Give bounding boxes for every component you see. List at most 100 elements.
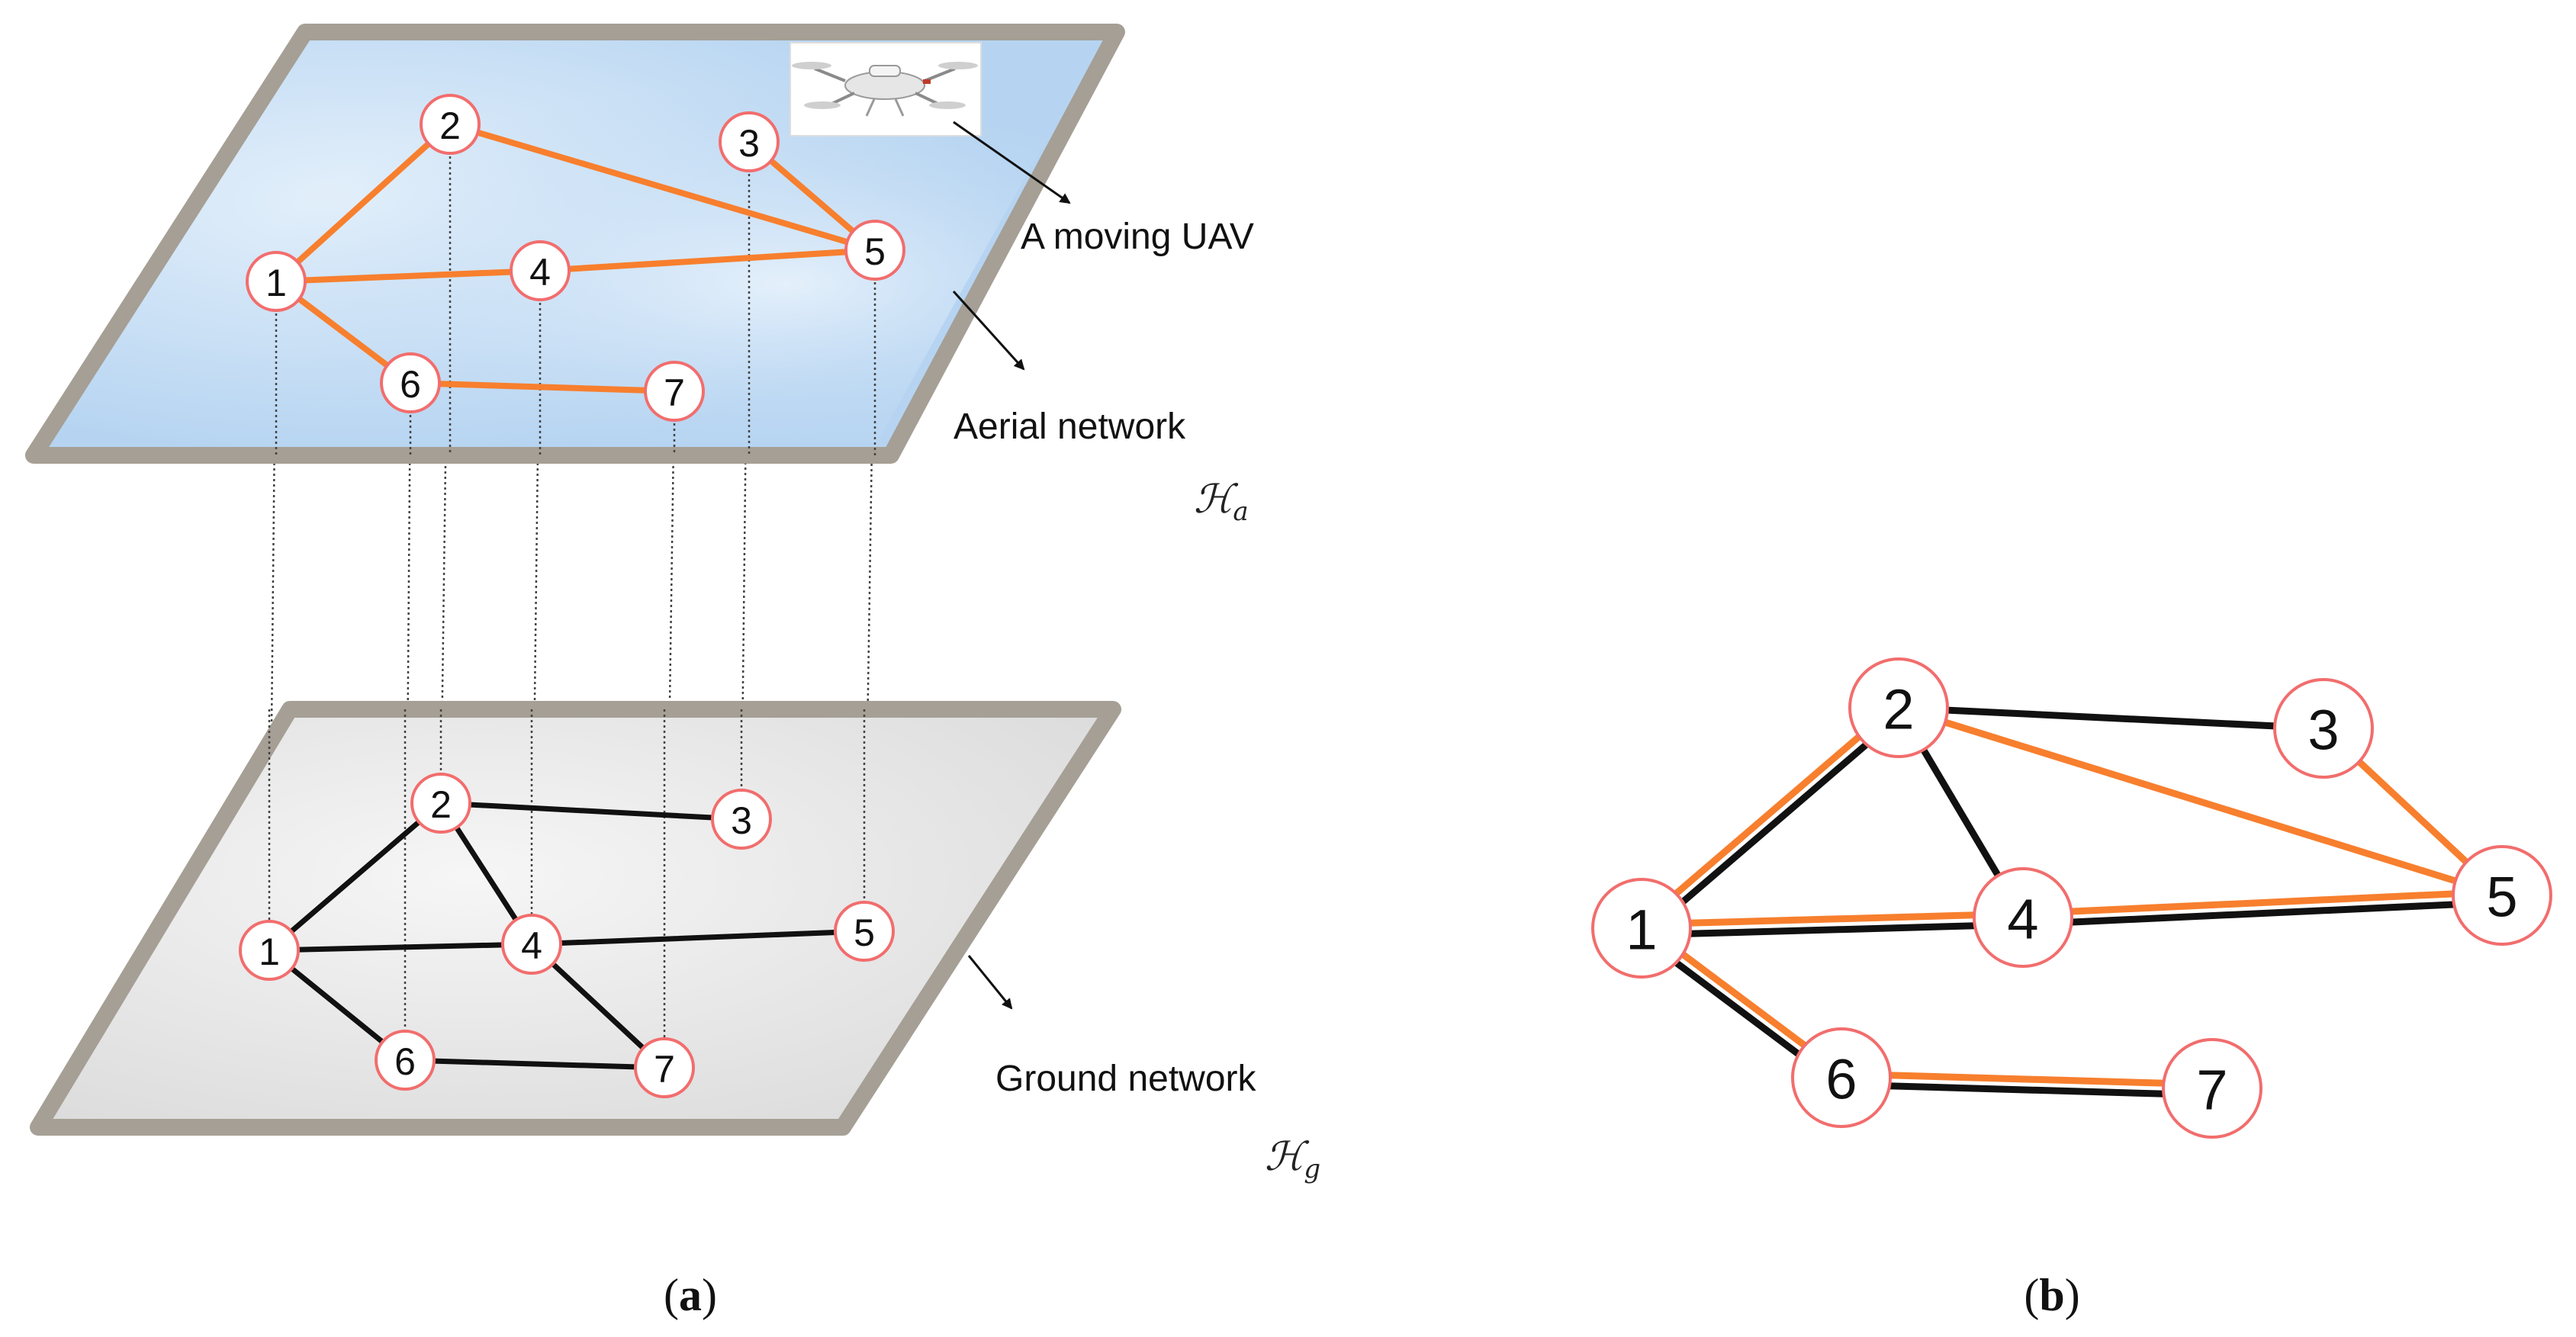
ground-node-circle-7 [634,1037,695,1098]
combined-node-circle-6 [1791,1027,1892,1128]
panel-a: 1 2 3 4 5 6 7 1 2 3 4 5 6 7 [25,24,1320,1320]
combined-node-circle-4 [1973,867,2073,968]
ground-edge-4-5 [2023,898,2503,928]
ground-node-label-5: 5 [854,911,875,954]
ground-edge-1-2 [266,800,444,953]
combined-node-label-2: 2 [1883,678,1914,741]
combined-node-label-4: 4 [2007,888,2038,951]
combined-node-6: 6 [1791,1027,1892,1128]
combined-node-5: 5 [2452,845,2552,946]
ground-edge-6-7 [402,1057,667,1071]
ground-edge-4-5 [529,928,867,947]
aerial-node-label-1: 1 [265,262,287,304]
combined-node-3: 3 [2273,678,2374,779]
ground-edge-1-4 [266,941,535,953]
ground-node-label-4: 4 [521,924,542,967]
aerial-node-2: 2 [420,94,481,155]
ground-node-circle-5 [834,901,895,962]
aerial-edge-1-4 [1641,910,2023,928]
aerial-node-label-3: 3 [738,122,760,165]
aerial-node-3: 3 [719,111,780,172]
aerial-node-circle-7 [644,361,705,422]
ground-node-circle-2 [410,773,471,834]
correspondence-line-6 [404,382,412,1061]
ground-nodes: 1 2 3 4 5 6 7 [239,773,895,1098]
aerial-network-symbol: ℋa [1194,477,1249,527]
aerial-node-label-7: 7 [664,371,685,414]
ground-node-7: 7 [634,1037,695,1098]
ground-node-4: 4 [501,914,562,975]
combined-node-7: 7 [2162,1038,2262,1139]
ground-edge-2-3 [438,800,744,822]
ground-node-circle-1 [239,920,300,981]
aerial-edge-1-2 [273,121,453,284]
combined-node-4: 4 [1973,867,2073,968]
ground-node-6: 6 [375,1030,436,1091]
combined-node-label-6: 6 [1825,1048,1857,1111]
aerial-network-label: Aerial network [954,407,1186,447]
aerial-node-circle-2 [420,94,481,155]
ground-node-circle-4 [501,914,562,975]
aerial-edge-4-5 [537,247,878,274]
ground-node-label-3: 3 [731,799,752,842]
panel-b: 1 2 3 4 5 6 7 (b) [1591,657,2552,1320]
ground-node-label-2: 2 [430,783,452,826]
uav-arrow [953,121,1071,204]
ground-node-2: 2 [410,773,471,834]
ground-edge-6-7 [1841,1081,2212,1099]
ground-node-circle-6 [375,1030,436,1091]
aerial-edge-1-2 [1636,702,1899,928]
ground-node-1: 1 [239,920,300,981]
aerial-node-circle-4 [510,240,571,301]
aerial-node-circle-1 [246,251,307,312]
combined-node-2: 2 [1848,657,1949,758]
aerial-node-6: 6 [380,352,441,413]
aerial-edge-6-7 [1841,1070,2213,1088]
ground-arrow [967,955,1013,1010]
combined-node-label-3: 3 [2307,699,2339,762]
aerial-node-7: 7 [644,361,705,422]
aerial-node-circle-5 [844,220,905,281]
aerial-edge-4-5 [2022,888,2502,918]
aerial-node-1: 1 [246,251,307,312]
ground-edge-1-4 [1642,921,2024,939]
combined-nodes: 1 2 3 4 5 6 7 [1591,657,2552,1139]
combined-node-circle-2 [1848,657,1949,758]
ground-node-label-6: 6 [394,1040,416,1083]
ground-network-label: Ground network [995,1059,1257,1099]
aerial-edge-2-5 [1897,704,2504,899]
aerial-node-label-5: 5 [864,230,886,273]
aerial-node-label-4: 4 [529,251,551,294]
aerial-edge-6-7 [407,380,677,394]
ground-node-label-7: 7 [654,1048,675,1091]
uav-image [790,42,982,137]
aerial-node-circle-6 [380,352,441,413]
ground-node-circle-3 [711,789,772,850]
aerial-node-label-6: 6 [400,363,421,406]
combined-edges [1635,702,2505,1099]
aerial-arrow [952,290,1025,371]
ground-network-symbol: ℋg [1265,1134,1320,1184]
ground-plane-surface [30,701,1121,1136]
combined-node-circle-5 [2452,845,2552,946]
aerial-node-label-2: 2 [439,104,461,147]
combined-node-1: 1 [1591,878,1692,979]
combined-node-label-7: 7 [2196,1059,2227,1122]
combined-node-circle-7 [2162,1038,2262,1139]
aerial-plane-highlight [53,46,1098,442]
aerial-edge-2-5 [447,121,878,253]
aerial-node-5: 5 [844,220,905,281]
aerial-node-circle-3 [719,111,780,172]
panel-b-caption: (b) [2024,1270,2079,1320]
aerial-nodes: 1 2 3 4 5 6 7 [246,94,905,422]
uav-label: A moving UAV [1021,217,1254,257]
drone-icon [792,62,978,117]
ground-edge-2-3 [1898,704,2324,732]
aerial-edge-1-4 [273,268,543,284]
ground-node-3: 3 [711,789,772,850]
combined-node-label-1: 1 [1626,898,1657,962]
combined-node-circle-3 [2273,678,2374,779]
panel-a-caption: (a) [664,1270,717,1320]
combined-node-circle-1 [1591,878,1692,979]
